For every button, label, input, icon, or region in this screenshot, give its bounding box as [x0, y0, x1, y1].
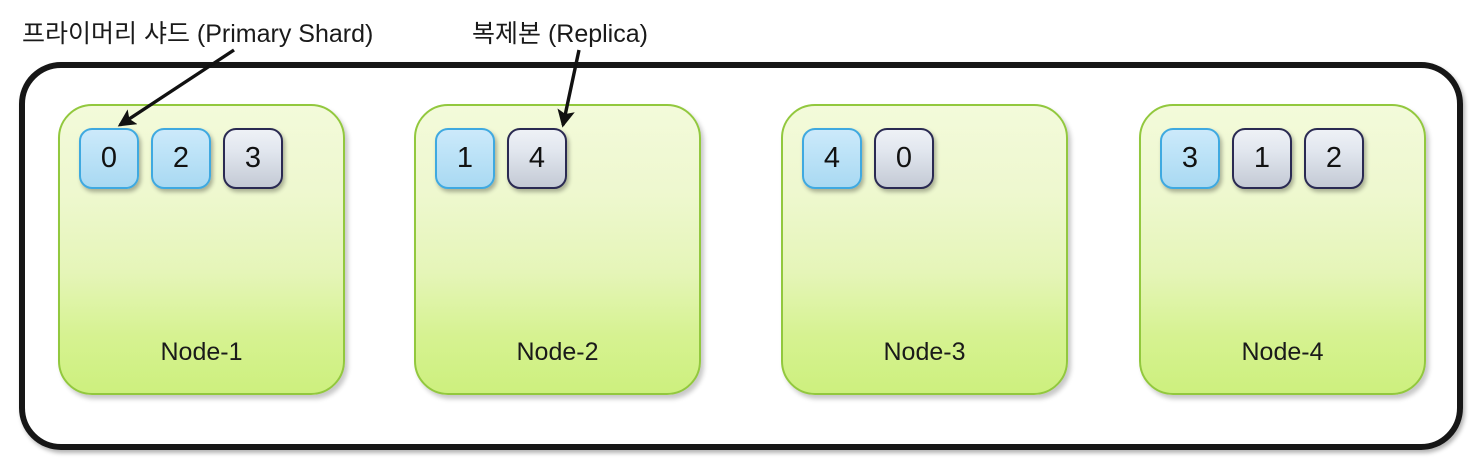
node-2-shard-list: 1 4 [435, 128, 567, 189]
node-1-shard-list: 0 2 3 [79, 128, 283, 189]
node-3-shard-list: 4 0 [802, 128, 934, 189]
node-4-shard-list: 3 1 2 [1160, 128, 1364, 189]
primary-shard-annotation-label: 프라이머리 샤드 (Primary Shard) [22, 20, 374, 48]
node-panel-2: 1 4 Node-2 [414, 104, 701, 395]
shard-box[interactable]: 0 [79, 128, 139, 189]
node-label: Node-1 [160, 338, 243, 366]
node-label: Node-3 [883, 338, 966, 366]
shard-box[interactable]: 3 [223, 128, 283, 189]
cluster-boundary [19, 62, 1463, 450]
shard-box[interactable]: 0 [874, 128, 934, 189]
node-panel-3: 4 0 Node-3 [781, 104, 1068, 395]
shard-box[interactable]: 1 [1232, 128, 1292, 189]
shard-box[interactable]: 2 [1304, 128, 1364, 189]
shard-box[interactable]: 4 [802, 128, 862, 189]
node-panel-4: 3 1 2 Node-4 [1139, 104, 1426, 395]
shard-box[interactable]: 2 [151, 128, 211, 189]
node-panel-1: 0 2 3 Node-1 [58, 104, 345, 395]
node-label: Node-2 [516, 338, 599, 366]
shard-box[interactable]: 3 [1160, 128, 1220, 189]
replica-annotation-label: 복제본 (Replica) [472, 20, 648, 48]
node-label: Node-4 [1241, 338, 1324, 366]
shard-box[interactable]: 4 [507, 128, 567, 189]
shard-box[interactable]: 1 [435, 128, 495, 189]
